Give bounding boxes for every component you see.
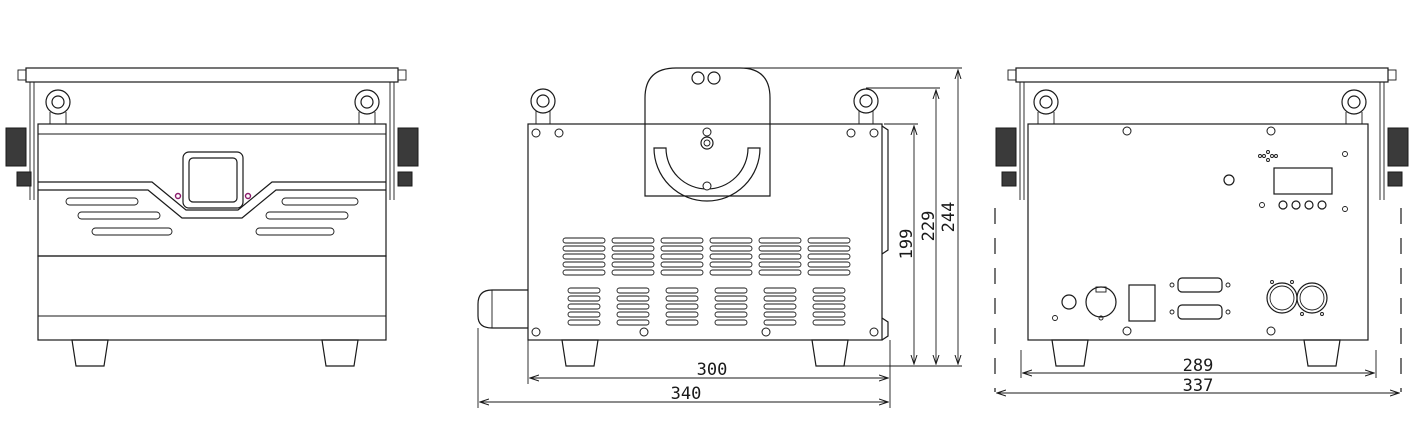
lcd-display	[1273, 167, 1333, 195]
handle-bar	[25, 67, 399, 83]
dim-289: 289	[1183, 356, 1214, 376]
menu-button[interactable]	[1317, 200, 1327, 210]
dim-244: 244	[939, 202, 959, 233]
knob-icon	[1387, 171, 1403, 187]
side-view: 300 340 199 229 244	[477, 67, 962, 408]
side-panel	[527, 123, 883, 341]
eye-bolt-icon	[1341, 89, 1367, 124]
handle-bar	[1015, 67, 1389, 83]
dim-337: 337	[1183, 376, 1214, 396]
power-connector	[1085, 286, 1117, 318]
front-base	[37, 255, 387, 341]
foot	[811, 339, 849, 367]
eye-bolt-icon	[354, 89, 380, 124]
dim-300: 300	[697, 360, 728, 380]
knob-icon	[5, 127, 27, 167]
db25-connector	[1169, 304, 1231, 320]
knob-icon	[16, 171, 32, 187]
dim-199: 199	[897, 229, 917, 260]
foot	[71, 339, 109, 367]
menu-button[interactable]	[1278, 200, 1288, 210]
eye-bolt-icon	[45, 89, 71, 124]
eye-bolt-icon	[853, 88, 879, 124]
db25-connector	[1169, 277, 1231, 293]
output-window	[182, 151, 244, 209]
rear-view: 289 337	[994, 67, 1409, 396]
led-indicator	[174, 192, 182, 200]
fuse-holder	[1061, 294, 1077, 310]
foot	[1303, 339, 1341, 367]
foot	[321, 339, 359, 367]
dim-229: 229	[919, 211, 939, 242]
dim-340: 340	[671, 384, 702, 404]
led-indicator	[244, 192, 252, 200]
menu-button[interactable]	[1291, 200, 1301, 210]
key-switch	[1223, 174, 1235, 186]
knob-icon	[397, 171, 413, 187]
dmx-in-connector	[1266, 280, 1298, 314]
rear-panel	[1027, 123, 1369, 341]
foot	[1051, 339, 1089, 367]
ir-sensor-icon	[1258, 150, 1278, 162]
menu-button[interactable]	[1304, 200, 1314, 210]
knob-icon	[1387, 127, 1409, 167]
cable-gland	[477, 289, 528, 329]
front-view	[5, 67, 419, 367]
side-vent-grid	[562, 237, 851, 326]
knob-icon	[995, 127, 1017, 167]
eye-bolt-icon	[1033, 89, 1059, 124]
knob-icon	[397, 127, 419, 167]
power-switch	[1128, 284, 1156, 322]
knob-icon	[1001, 171, 1017, 187]
foot	[561, 339, 599, 367]
dmx-out-connector	[1296, 282, 1328, 316]
eye-bolt-icon	[530, 88, 556, 124]
